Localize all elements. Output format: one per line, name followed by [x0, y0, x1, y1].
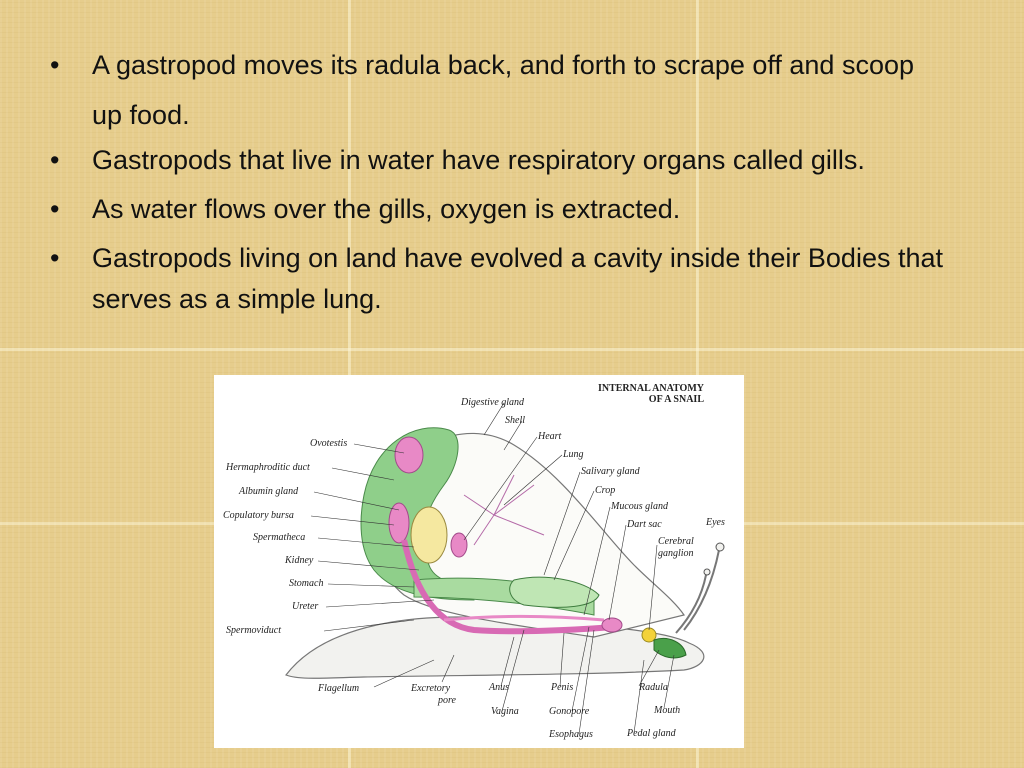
label-albumin-gland: Albumin gland	[239, 486, 299, 497]
bullet-item: • A gastropod moves its radula back, and…	[50, 40, 950, 140]
label-ovotestis: Ovotestis	[310, 438, 348, 449]
leader-lines	[310, 402, 675, 735]
buccal-mass	[653, 638, 687, 659]
label-spermoviduct: Spermoviduct	[226, 625, 281, 636]
bullet-dot: •	[50, 243, 60, 273]
label-lung: Lung	[563, 449, 584, 460]
label-ureter: Ureter	[292, 601, 319, 612]
bullet-text: A gastropod moves its radula back, and f…	[92, 50, 914, 130]
bullet-text: Gastropods living on land have evolved a…	[92, 243, 944, 314]
label-shell: Shell	[505, 415, 525, 426]
label-kidney: Kidney	[285, 555, 314, 566]
label-pedal-gland: Pedal gland	[627, 728, 676, 739]
background-weave-line	[0, 348, 1024, 351]
label-flagellum: Flagellum	[318, 683, 360, 694]
label-mouth: Mouth	[654, 705, 681, 716]
label-hermaphroditic-duct: Hermaphroditic duct	[226, 462, 310, 473]
label-copulatory-bursa: Copulatory bursa	[223, 510, 294, 521]
tentacle	[683, 549, 720, 631]
label-cerebral-ganglion: ganglion	[658, 548, 694, 559]
label-esophagus: Esophagus	[549, 729, 593, 740]
label-penis: Penis	[551, 682, 574, 693]
eye-icon	[703, 568, 711, 576]
label-excretory-pore: Excretory	[411, 683, 451, 694]
bullet-text: Gastropods that live in water have respi…	[92, 145, 865, 175]
albumin-gland	[410, 506, 448, 564]
crop	[509, 576, 600, 608]
label-radula: Radula	[639, 682, 668, 693]
ovotestis	[394, 436, 424, 474]
bullet-text: As water flows over the gills, oxygen is…	[92, 194, 681, 224]
tentacle	[675, 574, 707, 634]
label-digestive-gland: Digestive gland	[461, 397, 525, 408]
label-salivary-gland: Salivary gland	[581, 466, 640, 477]
reproductive-ducts	[443, 614, 605, 622]
diagram-title-line: OF A SNAIL	[648, 394, 704, 405]
diagram-title-line: INTERNAL ANATOMY	[597, 383, 704, 394]
bullet-item: • Gastropods living on land have evolved…	[50, 238, 950, 320]
label-crop: Crop	[595, 485, 616, 496]
bullet-item: • Gastropods that live in water have res…	[50, 140, 950, 181]
copulatory-bursa	[388, 502, 410, 544]
diagram-title: INTERNAL ANATOMY OF A SNAIL	[574, 383, 704, 405]
lung-veins	[463, 474, 545, 546]
label-anus: Anus	[489, 682, 509, 693]
snail-anatomy-diagram: INTERNAL ANATOMY OF A SNAIL Digestive gl…	[214, 375, 744, 748]
bullet-dot: •	[50, 145, 60, 175]
label-heart: Heart	[538, 431, 562, 442]
bullet-item: • As water flows over the gills, oxygen …	[50, 189, 950, 230]
bullet-dot: •	[50, 50, 60, 80]
label-gonopore: Gonopore	[549, 706, 590, 717]
snail-illustration	[285, 402, 725, 735]
snail-foot	[285, 616, 705, 679]
label-dart-sac: Dart sac	[627, 519, 662, 530]
label-eyes: Eyes	[706, 517, 725, 528]
heart	[450, 532, 468, 558]
label-excretory-pore: pore	[438, 695, 456, 706]
label-cerebral-ganglion: Cerebral	[658, 536, 694, 547]
label-spermatheca: Spermatheca	[253, 532, 306, 543]
label-mucous-gland: Mucous gland	[611, 501, 668, 512]
spermoviduct	[401, 539, 615, 635]
bullet-list: • A gastropod moves its radula back, and…	[50, 40, 950, 328]
bullet-dot: •	[50, 194, 60, 224]
label-vagina: Vagina	[491, 706, 519, 717]
dart-sac	[601, 617, 623, 633]
label-stomach: Stomach	[289, 578, 324, 589]
eye-icon	[715, 542, 725, 552]
